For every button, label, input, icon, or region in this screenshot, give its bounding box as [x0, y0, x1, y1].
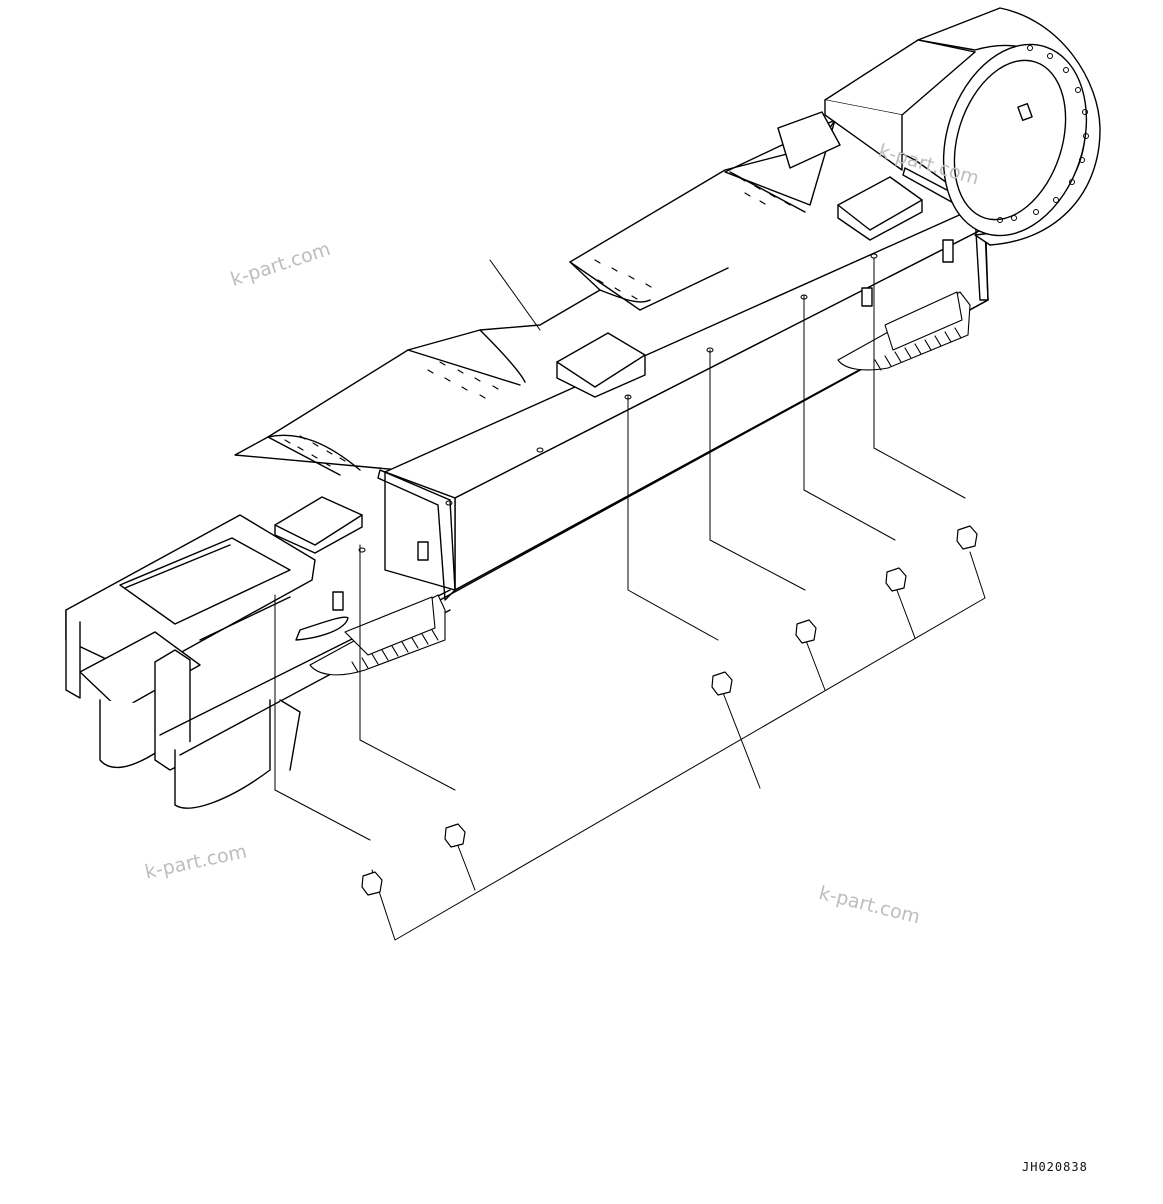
plug-parts	[362, 526, 977, 895]
front-end-structure	[66, 515, 450, 808]
tooth-segment-front	[310, 595, 445, 675]
housing-bolts	[998, 46, 1089, 223]
track-frame	[235, 120, 988, 640]
tooth-segment-rear	[838, 292, 970, 370]
drawing-code: JH020838	[1022, 1160, 1088, 1174]
side-blocks	[333, 240, 953, 610]
mounting-pads	[275, 177, 922, 553]
rear-circular-housing	[778, 8, 1110, 254]
dashed-centerlines	[275, 262, 874, 780]
bolt-pattern	[285, 178, 790, 466]
